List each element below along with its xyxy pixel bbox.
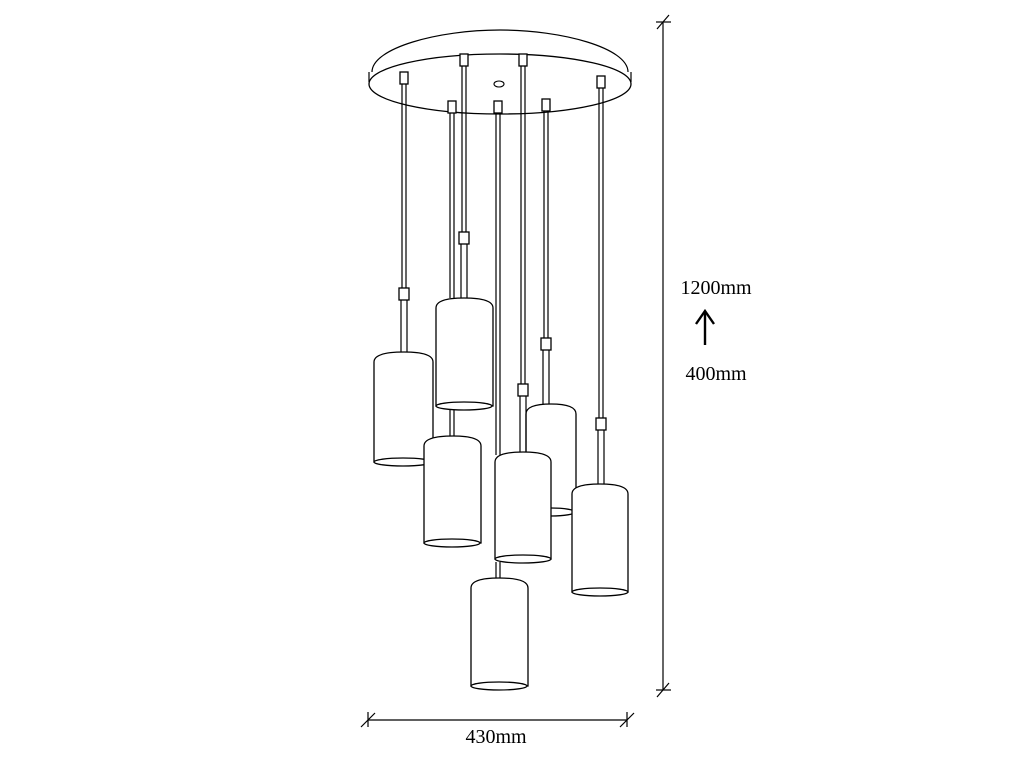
width-dimension-line [360,712,635,728]
height-min-label: 400mm [685,363,747,385]
pendant-light-5 [494,53,552,564]
height-dimension-line [656,14,671,698]
pendant-light-6 [470,100,529,691]
height-max-label: 1200mm [680,277,752,299]
pendant-light-3 [423,100,482,548]
width-label: 430mm [465,726,527,748]
pendant-light-7 [571,75,629,597]
arrow-up-icon [695,308,715,345]
pendant-light-1 [373,71,434,467]
ceiling-canopy [368,29,632,115]
pendant-light-2 [435,53,494,411]
